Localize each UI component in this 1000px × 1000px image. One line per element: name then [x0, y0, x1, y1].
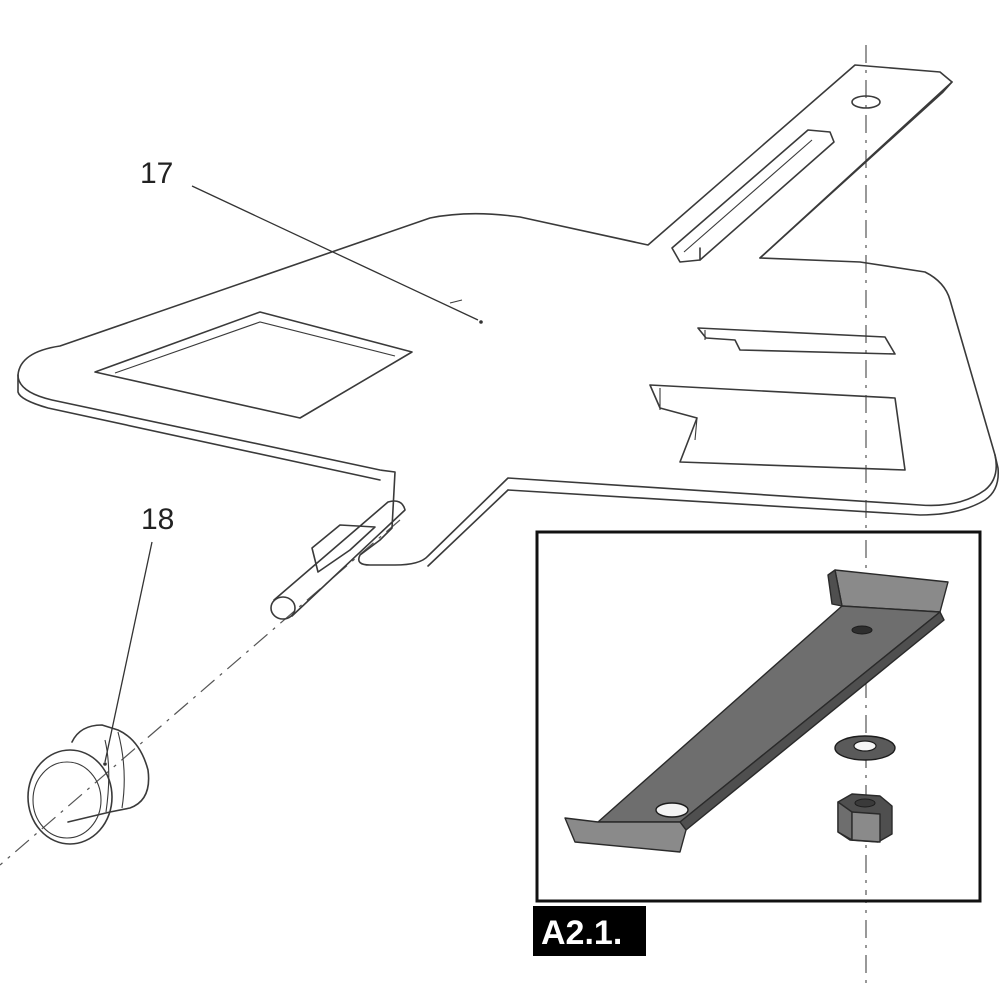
detail-label: A2.1.: [541, 914, 622, 952]
detail-view-a2-1: [535, 530, 982, 903]
callout-17-number: 17: [140, 157, 173, 190]
callout-18-number: 18: [141, 503, 174, 536]
bushing-part-18: [27, 724, 150, 845]
detail-label-box: A2.1.: [533, 906, 646, 956]
clamp-bar: [564, 569, 949, 853]
callout-17: 17: [140, 157, 479, 321]
base-plate-part-17: [17, 64, 1000, 567]
callout-18: 18: [103, 503, 174, 766]
pivot-pin: [270, 500, 406, 620]
washer: [834, 735, 896, 761]
nut: [837, 793, 893, 843]
